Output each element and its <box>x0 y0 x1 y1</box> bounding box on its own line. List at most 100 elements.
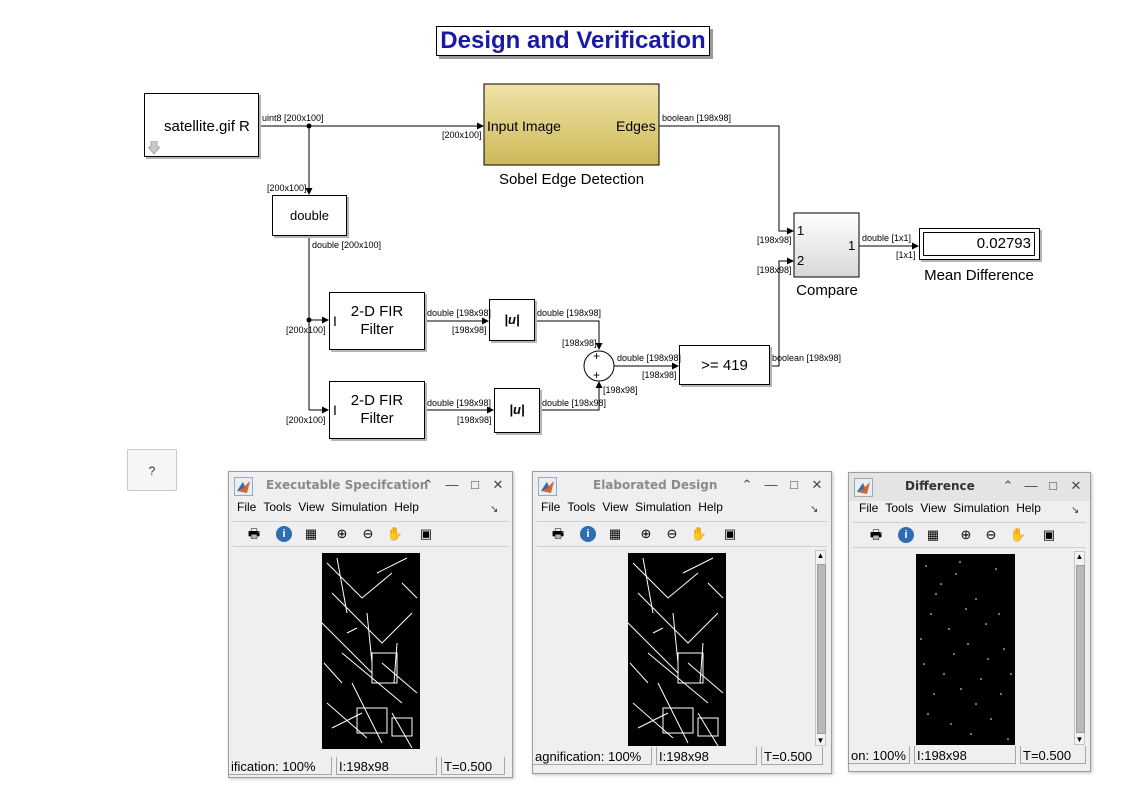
status-time: T=0.500 <box>761 747 823 765</box>
menu-arrow-icon[interactable]: ↘ <box>490 504 499 515</box>
close-icon[interactable]: ✕ <box>492 477 504 492</box>
minimize-icon[interactable]: — <box>445 477 459 492</box>
fir-filter-block-1[interactable]: I 2-D FIR Filter <box>329 292 425 350</box>
zoom-in-icon[interactable]: ⊕ <box>960 527 972 542</box>
status-magnification: agnification: 100% <box>533 747 652 765</box>
source-block[interactable]: satellite.gif R <box>144 93 259 157</box>
convert-block[interactable]: double <box>272 195 347 236</box>
abs-block-2[interactable]: |u| <box>494 388 540 433</box>
close-icon[interactable]: ✕ <box>1070 478 1082 493</box>
signal-label: double [1x1] <box>862 233 912 243</box>
menu-file[interactable]: File <box>859 501 879 515</box>
menu-simulation[interactable]: Simulation <box>331 500 388 514</box>
menu-tools[interactable]: Tools <box>567 500 596 514</box>
status-bar: on: 100% I:198x98 T=0.500 <box>849 746 1090 766</box>
status-bar: ification: 100% I:198x98 T=0.500 <box>229 757 512 777</box>
threshold-block[interactable]: >= 419 <box>679 345 770 385</box>
help-button[interactable]: ? <box>127 449 177 491</box>
zoom-out-icon[interactable]: ⊖ <box>666 526 678 541</box>
close-icon[interactable]: ✕ <box>811 477 823 492</box>
viewer-window-executable-spec[interactable]: Executable Specifcation ⌃ — □ ✕ File Tool… <box>228 471 513 778</box>
viewer-window-difference[interactable]: Difference ⌃ — □ ✕ File Tools View Simulati… <box>848 472 1091 772</box>
scroll-down-icon[interactable]: ▼ <box>1075 735 1084 744</box>
scroll-up-icon[interactable]: ▲ <box>816 551 825 560</box>
pan-hand-icon[interactable]: ✋ <box>690 526 708 541</box>
minimize-icon[interactable]: — <box>1024 478 1038 493</box>
threshold-label: >= 419 <box>701 357 748 374</box>
source-label: satellite.gif R <box>164 118 250 135</box>
signal-label: [200x100] <box>286 325 326 335</box>
fit-to-view-icon[interactable]: ▣ <box>723 526 737 541</box>
menu-file[interactable]: File <box>237 500 257 514</box>
viewer-window-elaborated-design[interactable]: Elaborated Design ⌃ — □ ✕ File Tools View S… <box>532 471 832 774</box>
menu-view[interactable]: View <box>602 500 629 514</box>
abs-block-1[interactable]: |u| <box>489 299 535 341</box>
status-magnification: on: 100% <box>849 746 910 764</box>
pixel-region-icon[interactable]: ▦ <box>304 526 318 541</box>
window-titlebar[interactable]: Executable Specifcation ⌃ — □ ✕ <box>229 472 512 500</box>
menu-help[interactable]: Help <box>394 500 419 514</box>
print-icon[interactable]: 🖶 <box>551 526 565 541</box>
menu-file[interactable]: File <box>541 500 561 514</box>
maximize-icon[interactable]: □ <box>1049 478 1057 493</box>
zoom-in-icon[interactable]: ⊕ <box>640 526 652 541</box>
sobel-output-port: Edges <box>616 118 656 134</box>
zoom-out-icon[interactable]: ⊖ <box>985 527 997 542</box>
difference-image <box>916 554 1015 745</box>
toolbar: 🖶 i ▦ ⊕ ⊖ ✋ ▣ <box>233 521 509 547</box>
menu-view[interactable]: View <box>298 500 325 514</box>
display-block[interactable]: 0.02793 <box>919 228 1040 260</box>
scroll-down-icon[interactable]: ▼ <box>816 736 825 745</box>
menu-simulation[interactable]: Simulation <box>953 501 1010 515</box>
fir1-label-line2: Filter <box>360 321 394 338</box>
menu-help[interactable]: Help <box>1016 501 1041 515</box>
zoom-in-icon[interactable]: ⊕ <box>336 526 348 541</box>
menu-help[interactable]: Help <box>698 500 723 514</box>
menu-simulation[interactable]: Simulation <box>635 500 692 514</box>
status-size: I:198x98 <box>336 757 437 775</box>
pixel-region-icon[interactable]: ▦ <box>926 527 940 542</box>
scrollbar-thumb[interactable] <box>817 564 826 734</box>
restore-icon[interactable]: ⌃ <box>1002 478 1014 493</box>
restore-icon[interactable]: ⌃ <box>422 477 434 492</box>
signal-label: uint8 [200x100] <box>262 113 324 123</box>
minimize-icon[interactable]: — <box>764 477 778 492</box>
vertical-scrollbar[interactable]: ▲ ▼ <box>815 550 826 746</box>
matlab-logo-icon <box>854 478 873 497</box>
pixel-region-icon[interactable]: ▦ <box>608 526 622 541</box>
fit-to-view-icon[interactable]: ▣ <box>419 526 433 541</box>
vertical-scrollbar[interactable]: ▲ ▼ <box>1074 551 1085 745</box>
zoom-out-icon[interactable]: ⊖ <box>362 526 374 541</box>
print-icon[interactable]: 🖶 <box>247 526 261 541</box>
pan-hand-icon[interactable]: ✋ <box>386 526 404 541</box>
info-icon[interactable]: i <box>580 526 596 542</box>
window-title: Elaborated Design <box>593 478 718 492</box>
fir-filter-block-2[interactable]: I 2-D FIR Filter <box>329 381 425 439</box>
compare-port-2: 2 <box>797 253 805 268</box>
print-icon[interactable]: 🖶 <box>869 527 883 542</box>
edge-image-executable <box>322 553 420 749</box>
maximize-icon[interactable]: □ <box>790 477 798 492</box>
scroll-up-icon[interactable]: ▲ <box>1075 552 1084 561</box>
model-title: Design and Verification <box>436 26 710 56</box>
menu-bar: File Tools View Simulation Help <box>859 501 1048 521</box>
maximize-icon[interactable]: □ <box>471 477 479 492</box>
signal-label: double [198x98] <box>542 398 607 408</box>
signal-label: [200x100] <box>267 183 307 193</box>
scrollbar-thumb[interactable] <box>1076 565 1085 733</box>
menu-tools[interactable]: Tools <box>885 501 914 515</box>
pan-hand-icon[interactable]: ✋ <box>1009 527 1027 542</box>
menu-arrow-icon[interactable]: ↘ <box>810 504 819 515</box>
fit-to-view-icon[interactable]: ▣ <box>1042 527 1056 542</box>
signal-label: [1x1] <box>896 250 916 260</box>
menu-tools[interactable]: Tools <box>263 500 292 514</box>
info-icon[interactable]: i <box>276 526 292 542</box>
window-titlebar[interactable]: Elaborated Design ⌃ — □ ✕ <box>533 472 831 500</box>
restore-icon[interactable]: ⌃ <box>741 477 753 492</box>
menu-arrow-icon[interactable]: ↘ <box>1071 505 1080 516</box>
signal-label: [200x100] <box>442 130 482 140</box>
menu-view[interactable]: View <box>920 501 947 515</box>
info-icon[interactable]: i <box>898 527 914 543</box>
window-titlebar[interactable]: Difference ⌃ — □ ✕ <box>849 473 1090 501</box>
